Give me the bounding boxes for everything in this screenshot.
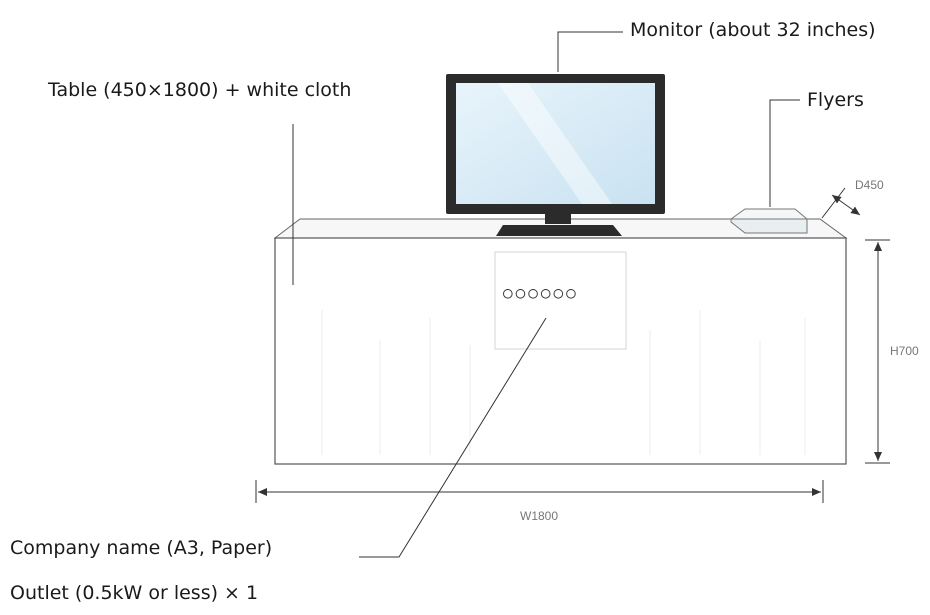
flyers-top <box>729 208 809 220</box>
monitor-screen <box>456 83 655 204</box>
depth-dimension-arrow <box>831 194 861 216</box>
depth-extension-line <box>821 187 846 219</box>
company-name-sign <box>494 251 627 350</box>
dimension-lines <box>255 187 890 503</box>
company-name-label: Company name (A3, Paper) <box>10 537 273 559</box>
company-name-placeholder: ○○○○○○ <box>503 283 579 302</box>
monitor-stand <box>496 225 622 236</box>
outlet-label: Outlet (0.5kW or less) × 1 <box>10 582 259 604</box>
width-dimension-label: W1800 <box>520 509 559 523</box>
flyers-front <box>730 218 808 234</box>
monitor-leader-line <box>557 31 623 72</box>
height-dimension-label: H700 <box>890 344 919 358</box>
monitor-label: Monitor (about 32 inches) <box>630 19 876 41</box>
table-label: Table (450×1800) + white cloth <box>48 79 352 101</box>
flyers-stack <box>729 208 809 234</box>
depth-dimension-label: D450 <box>855 178 884 192</box>
monitor-glare <box>498 83 612 204</box>
monitor <box>446 74 665 236</box>
monitor-neck <box>545 214 571 224</box>
company-name-leader-line <box>359 317 547 558</box>
cloth-folds <box>321 310 806 455</box>
flyers-label: Flyers <box>807 89 864 111</box>
leader-lines <box>292 31 800 558</box>
flyers-leader-line <box>769 99 800 207</box>
